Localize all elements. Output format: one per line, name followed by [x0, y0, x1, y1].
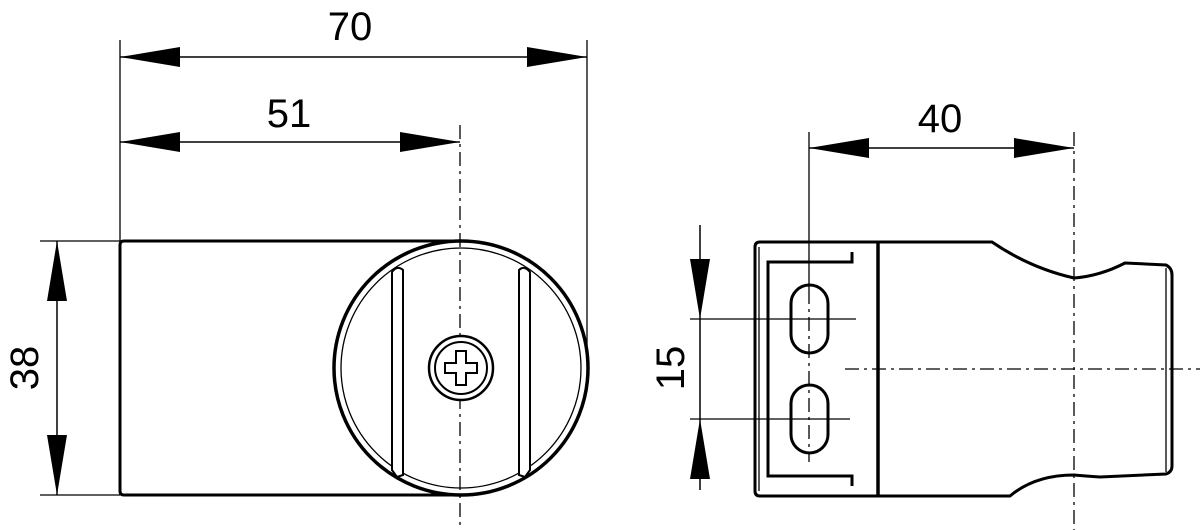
body-outline	[753, 240, 1174, 498]
body-outline	[118, 239, 461, 497]
extension-lines	[690, 132, 856, 420]
extension-lines	[40, 40, 588, 496]
slot-top	[789, 283, 830, 355]
dim-51-label: 51	[267, 92, 312, 136]
dim-38-label: 38	[3, 346, 47, 391]
knob-outer	[332, 239, 590, 497]
side-view	[690, 132, 1200, 530]
dim-40-label: 40	[918, 97, 963, 141]
front-view	[40, 40, 590, 528]
knob-inner	[340, 247, 582, 489]
dim-70-label: 70	[328, 5, 373, 49]
screw-icon	[427, 334, 495, 402]
dim-15-label: 15	[649, 346, 693, 391]
slot-bottom	[789, 383, 830, 455]
knob-grips	[391, 266, 531, 479]
mounting-bracket	[766, 252, 854, 486]
